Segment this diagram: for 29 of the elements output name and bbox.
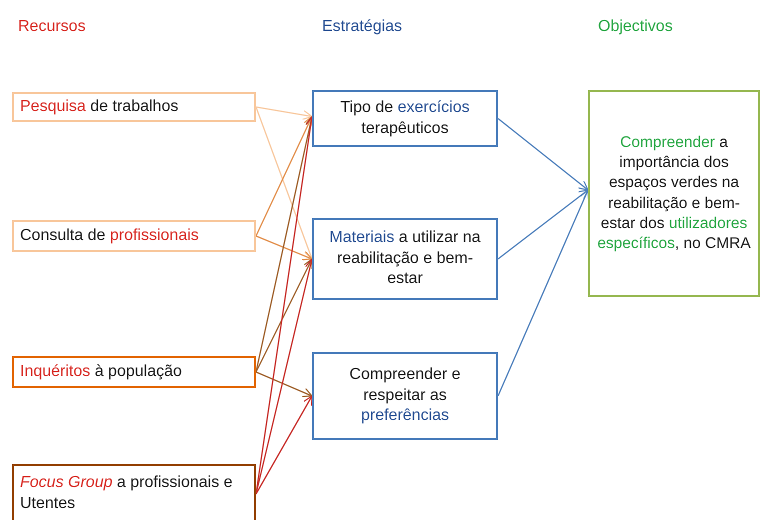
- box-text: Focus Group a profissionais e Utentes: [20, 473, 234, 514]
- box-text: Materiais a utilizar na reabilitação e bem-estar: [328, 228, 482, 290]
- resource-box: [12, 92, 256, 122]
- arrow: [255, 116, 313, 236]
- box-text: Inquéritos à população: [20, 362, 182, 382]
- strategy-box: [312, 90, 498, 147]
- box-text: Pesquisa de trabalhos: [20, 96, 178, 117]
- arrow: [497, 189, 590, 396]
- resource-box: [12, 464, 256, 520]
- arrow: [255, 395, 313, 494]
- box-text: Compreender e respeitar as preferências: [348, 364, 462, 426]
- arrow: [256, 371, 313, 398]
- resource-box: [12, 220, 256, 252]
- box-text: Compreender a importância dos espaços verdes na reabilitação e bem-estar dos utilizadores específicos, no CMRA: [596, 133, 752, 254]
- arrow: [256, 106, 313, 120]
- column-heading: Recursos: [18, 18, 86, 36]
- box-text: Tipo de exercícios terapêuticos: [339, 98, 471, 138]
- box-text: Consulta de profissionais: [20, 226, 199, 246]
- arrow: [255, 258, 313, 372]
- strategy-box: [312, 352, 498, 440]
- column-heading: Estratégias: [322, 18, 402, 36]
- column-heading: Objectivos: [598, 18, 673, 36]
- resource-box: [12, 356, 256, 388]
- strategy-box: [312, 218, 498, 300]
- arrow: [256, 235, 313, 260]
- arrow: [498, 189, 589, 260]
- objective-box: [588, 90, 760, 297]
- arrow: [498, 118, 589, 191]
- arrow: [255, 106, 314, 260]
